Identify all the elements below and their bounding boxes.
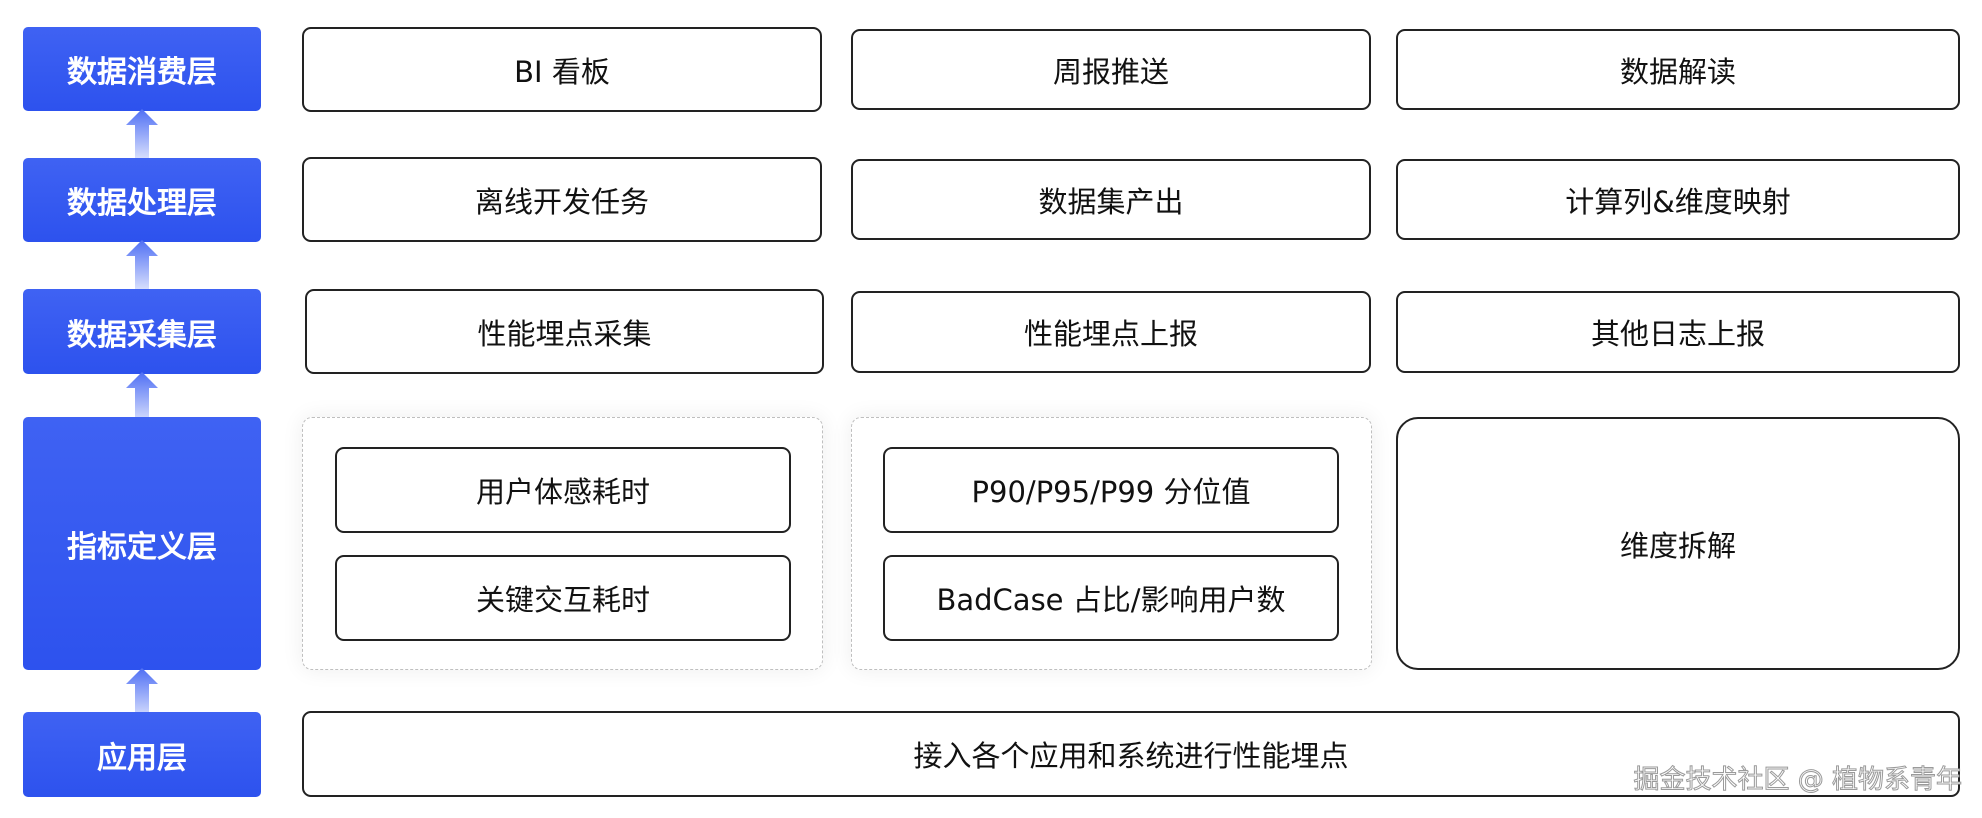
metric-group-timing: 用户体感耗时 关键交互耗时: [302, 417, 823, 670]
box-dataset-output: 数据集产出: [851, 159, 1371, 240]
layer-label-data-collection: 数据采集层: [23, 289, 261, 374]
layer-label-data-processing: 数据处理层: [23, 158, 261, 242]
box-other-log-report: 其他日志上报: [1396, 291, 1960, 373]
box-bi-dashboard: BI 看板: [302, 27, 822, 112]
box-perf-tracking-report: 性能埋点上报: [851, 291, 1371, 373]
box-badcase-ratio: BadCase 占比/影响用户数: [883, 555, 1339, 641]
up-arrow-icon: [126, 240, 158, 290]
metric-group-statistics: P90/P95/P99 分位值 BadCase 占比/影响用户数: [851, 417, 1372, 670]
box-offline-dev-task: 离线开发任务: [302, 157, 822, 242]
box-key-interaction-time: 关键交互耗时: [335, 555, 791, 641]
box-data-interpretation: 数据解读: [1396, 29, 1960, 110]
up-arrow-icon: [126, 109, 158, 159]
watermark: 掘金技术社区 @ 植物系青年: [1633, 765, 1963, 796]
box-user-perceived-time: 用户体感耗时: [335, 447, 791, 533]
box-percentile-values: P90/P95/P99 分位值: [883, 447, 1339, 533]
box-app-integration: 接入各个应用和系统进行性能埋点: [302, 711, 1960, 797]
box-weekly-report: 周报推送: [851, 29, 1371, 110]
layer-label-data-consumption: 数据消费层: [23, 27, 261, 111]
layer-label-application: 应用层: [23, 712, 261, 797]
layer-label-metric-definition: 指标定义层: [23, 417, 261, 670]
box-computed-column-mapping: 计算列&维度映射: [1396, 159, 1960, 240]
box-dimension-breakdown: 维度拆解: [1396, 417, 1960, 670]
up-arrow-icon: [126, 668, 158, 718]
box-perf-tracking-collect: 性能埋点采集: [305, 289, 824, 374]
up-arrow-icon: [126, 372, 158, 422]
